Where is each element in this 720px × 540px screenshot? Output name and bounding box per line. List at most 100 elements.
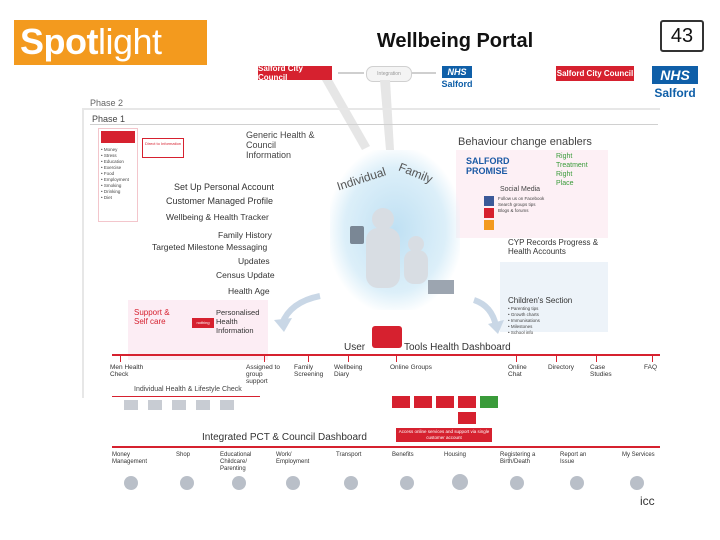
check-line — [112, 396, 260, 397]
service-work[interactable]: Work/ Employment — [276, 452, 310, 465]
health-age: Health Age — [228, 286, 270, 296]
childrens-section: Children's Section — [508, 296, 573, 305]
phase2-left-line — [82, 108, 84, 398]
wellbeing-tracker: Wellbeing & Health Tracker — [166, 212, 269, 222]
left-curve-arrow — [274, 293, 321, 332]
service-benefits[interactable]: Benefits — [392, 452, 414, 458]
work-icon — [286, 476, 300, 490]
blog-icon — [484, 220, 494, 230]
phase1-label: Phase 1 — [92, 114, 126, 124]
connector-line — [338, 72, 364, 74]
service-shop[interactable]: Shop — [176, 452, 191, 458]
updates-label: Updates — [238, 256, 270, 266]
toolbox-icon — [372, 326, 402, 348]
benefits-icon — [400, 476, 414, 490]
support-panel — [128, 300, 268, 360]
nothing-badge: nothing — [192, 318, 214, 328]
salford-text-right: Salford — [654, 86, 696, 100]
tool-men-health[interactable]: Men Health Check — [110, 364, 144, 378]
page-title: Wellbeing Portal — [376, 30, 534, 52]
user-label: User — [344, 342, 366, 353]
group-cell-5 — [480, 396, 498, 408]
set-up-account: Set Up Personal Account — [174, 182, 275, 192]
access-online-banner: Access online services and support via s… — [396, 428, 492, 442]
service-money[interactable]: Money Management — [112, 452, 148, 465]
check-icon-3 — [172, 400, 186, 410]
salford-council-logo-right: Salford City Council — [556, 66, 634, 81]
tool-online-groups[interactable]: Online Groups — [390, 364, 432, 371]
transport-icon — [344, 476, 358, 490]
phase2-line — [82, 108, 660, 110]
tool-online-chat[interactable]: Online Chat — [508, 364, 527, 378]
housing-icon — [452, 474, 468, 490]
facebook-icon — [484, 196, 494, 206]
support-self-care: Support & Self care — [134, 308, 170, 326]
direct-to-info-box: Direct to Information — [142, 138, 184, 158]
spotlight-logo — [14, 20, 207, 65]
icc-logo: icc — [640, 494, 655, 508]
registering-icon — [510, 476, 524, 490]
service-my-services[interactable]: My Services — [622, 452, 655, 458]
check-icon-5 — [220, 400, 234, 410]
money-icon — [124, 476, 138, 490]
generic-health-heading: Generic Health & Council Information — [246, 130, 315, 160]
cyp-records: CYP Records Progress & Health Accounts — [508, 238, 599, 256]
family-history: Family History — [218, 230, 272, 240]
top-tools-line — [112, 354, 660, 356]
tool-directory[interactable]: Directory — [548, 364, 575, 371]
nhs-logo-right: NHS — [652, 66, 698, 84]
nhs-logo-center: NHS — [442, 66, 472, 78]
customer-profile: Customer Managed Profile — [166, 196, 274, 206]
adult-figure-body — [366, 228, 400, 288]
check-icon-2 — [148, 400, 162, 410]
service-report[interactable]: Report an Issue — [560, 452, 587, 465]
left-list-panel: • Money• Stress• Education• Exercise• Fo… — [98, 128, 138, 222]
bottom-tools-line — [112, 446, 660, 448]
phase2-label: Phase 2 — [90, 98, 124, 108]
report-icon — [570, 476, 584, 490]
service-registering[interactable]: Registering a Birth/Death — [500, 452, 536, 465]
service-education[interactable]: Educational Childcare/ Parenting — [220, 452, 252, 472]
group-cell-1 — [392, 396, 410, 408]
social-media-label: Social Media — [500, 186, 541, 193]
tool-family-screening[interactable]: Family Screening — [294, 364, 324, 378]
childrens-list: • Parenting tips• Growth charts• Immunis… — [508, 306, 540, 335]
personalised-health: Personalised Health Information — [216, 308, 260, 335]
services-icon — [630, 476, 644, 490]
targeted-milestone: Targeted Milestone Messaging — [152, 242, 268, 252]
tool-case-studies[interactable]: Case Studies — [590, 364, 612, 378]
laptop-icon — [428, 280, 454, 294]
phone-icon — [350, 226, 364, 244]
service-housing[interactable]: Housing — [444, 452, 467, 458]
behaviour-change-panel — [456, 150, 608, 238]
phase1-line — [90, 124, 658, 125]
check-icon-4 — [196, 400, 210, 410]
youtube-icon — [484, 208, 494, 218]
group-cell-2 — [414, 396, 432, 408]
spotlight-logo-text: Spotlight — [20, 21, 162, 62]
right-curve-arrow — [472, 297, 504, 334]
shop-icon — [180, 476, 194, 490]
salford-council-logo-center: Salford City Council — [258, 64, 332, 82]
adult-figure-head — [372, 208, 394, 230]
education-icon — [232, 476, 246, 490]
check-icon-1 — [124, 400, 138, 410]
top-arrows — [322, 80, 394, 150]
group-cell-4 — [458, 396, 476, 408]
child-figure-head — [408, 236, 424, 252]
behaviour-change-heading: Behaviour change enablers — [458, 136, 592, 148]
slide-number: 43 — [660, 20, 704, 52]
salford-text-center: Salford — [441, 79, 473, 89]
group-cell-3 — [436, 396, 454, 408]
service-transport[interactable]: Transport — [336, 452, 362, 458]
group-cell-6 — [458, 412, 476, 424]
childrens-panel — [500, 262, 608, 332]
census-update: Census Update — [216, 270, 275, 280]
tool-faq[interactable]: FAQ — [644, 364, 658, 371]
tool-wellbeing-diary[interactable]: Wellbeing Diary — [334, 364, 363, 378]
child-figure-body — [404, 250, 428, 284]
tool-group-support[interactable]: Assigned to group support — [246, 364, 280, 385]
